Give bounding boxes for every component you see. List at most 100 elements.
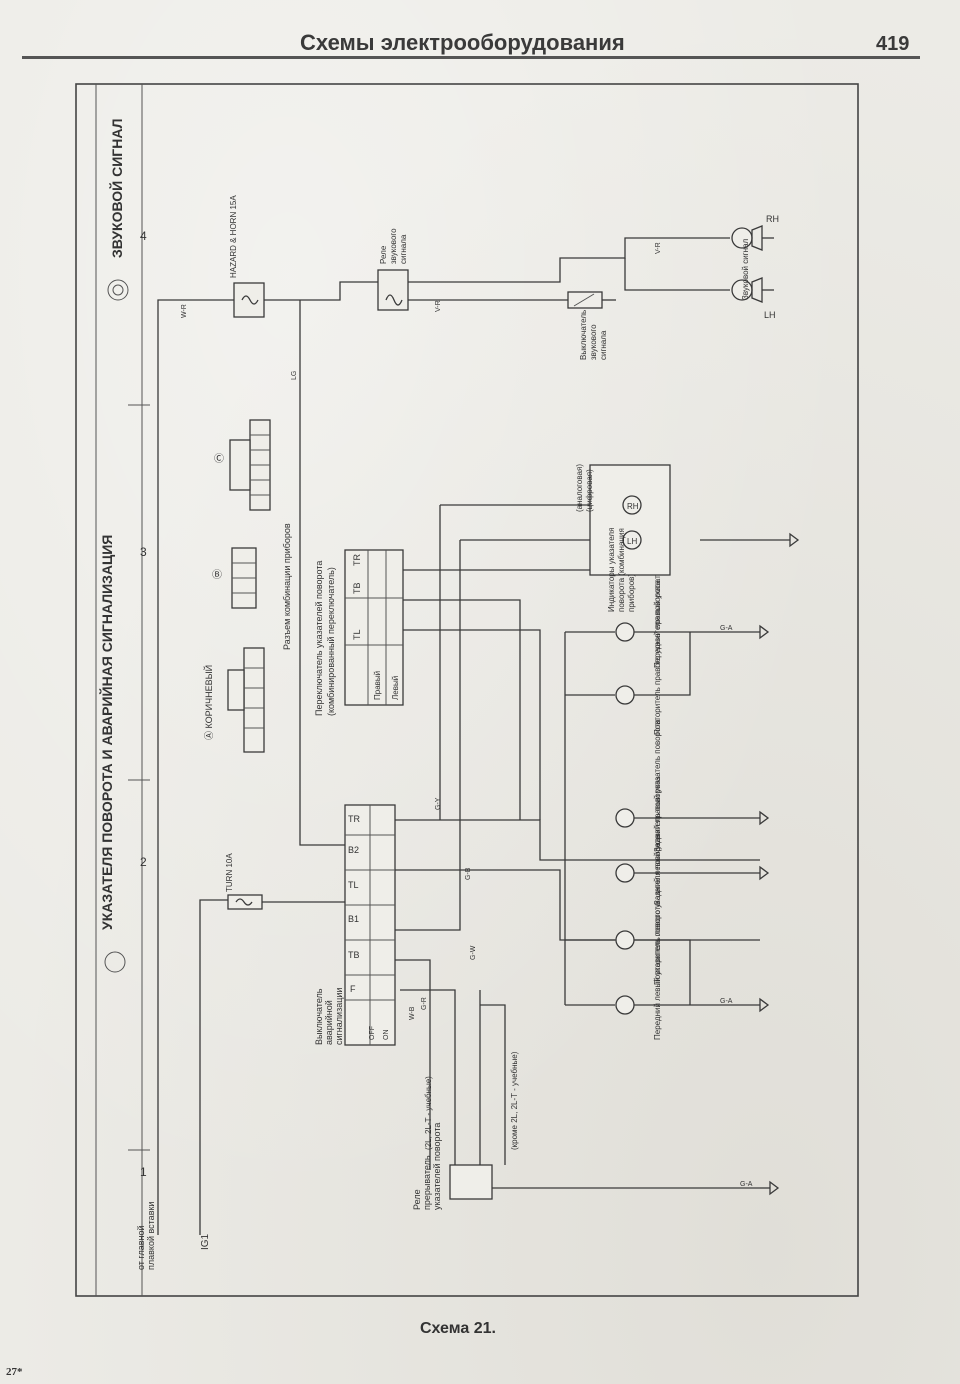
wire-code: G-R (421, 997, 428, 1010)
indicator-lh: LH (627, 537, 637, 546)
lamp-front-right (565, 622, 760, 642)
hazard-switch-table (344, 804, 396, 1046)
indicator-rh: RH (627, 502, 639, 511)
lamp-front-left (565, 995, 760, 1015)
flasher-relay-box (449, 1164, 493, 1200)
turn-header-tb: TB (352, 582, 362, 594)
wire-code: LG (291, 371, 298, 380)
turn-switch-label-1: Переключатель указателей поворота (314, 561, 324, 716)
lg-wire (299, 300, 345, 846)
ground-symbol (759, 810, 770, 826)
turn-switch-table (344, 549, 404, 706)
tl-wire (403, 629, 541, 820)
wire-code: G-A (740, 1181, 753, 1188)
page-footer-mark: 27* (6, 1366, 23, 1378)
repeater-left-lamp-label: Повторитель левого указателя поворота (653, 834, 662, 985)
hazard-header-tb: TB (348, 950, 360, 960)
power-source-label: от главной (136, 1225, 146, 1270)
column-marker-4: 4 (140, 229, 147, 243)
hazard-horn-fuse (233, 282, 265, 318)
horn-switch-contact (573, 293, 595, 307)
wire-code: W-R (181, 304, 188, 318)
wire-code: G-W (470, 945, 477, 960)
horn-rh (731, 225, 774, 251)
horn-signals-label: Звуковой сигнал (741, 239, 750, 301)
diagram-caption: Схема 21. (420, 1320, 496, 1337)
turn-fuse-label: TURN 10A (225, 853, 234, 892)
ground-symbol (759, 865, 770, 881)
hazard-header-tr: TR (348, 814, 360, 824)
turn-row-left: Левый (391, 676, 400, 700)
flasher-label-3: указателей поворота (432, 1123, 442, 1210)
horn-switch (567, 291, 603, 309)
wire-code: G-A (720, 998, 733, 1005)
flasher-label-1: Реле (412, 1189, 422, 1210)
connector-a-label: Ⓐ КОРИЧНЕВЫЙ (203, 665, 214, 740)
front-right-lamp-label: Передний правый указатель поворота (653, 525, 662, 668)
turn-header-tl: TL (352, 629, 362, 640)
wire-code: V-R (655, 242, 662, 254)
horn-icon (107, 279, 129, 301)
horn-lh-label: LH (764, 310, 776, 320)
column-marker-2: 2 (140, 855, 147, 869)
lamp-rear-left (615, 863, 760, 883)
power-source-label: плавкой вставки (146, 1202, 156, 1270)
horn-relay-label-3: сигнала (399, 234, 408, 264)
variant-note-b: (кроме 2L, 2L-T - учебные) (510, 1051, 519, 1150)
horn-relay-label-2: звукового (389, 228, 398, 264)
header-rule (22, 56, 920, 59)
horn-relay (377, 269, 409, 311)
indicators-label-1: Индикаторы указателя (607, 528, 616, 612)
turn-indicator-box (589, 464, 671, 576)
rear-left-lamp-label: Задний левый указатель поворота (653, 776, 662, 905)
rear-right-wire (395, 819, 760, 861)
connector-b (231, 547, 257, 609)
hazard-header-b2: B2 (348, 845, 359, 855)
ig1-wire (199, 899, 228, 1235)
horn-section-title: ЗВУКОВОЙ СИГНАЛ (108, 119, 125, 258)
diagram-frame (75, 83, 859, 1297)
hazard-header-b1: B1 (348, 914, 359, 924)
fuse-element (235, 898, 253, 906)
column-marker-1: 1 (140, 1165, 147, 1179)
indicators-label-3: приборов) (627, 574, 636, 612)
wire-code: V-R (435, 300, 442, 312)
flasher-label-2: прерыватель (422, 1155, 432, 1210)
tb-wire (403, 599, 521, 820)
turn-header-tr: TR (352, 554, 362, 566)
hazard-header-tl: TL (348, 880, 359, 890)
hazard-switch-label-1: Выключатель (314, 988, 324, 1045)
repeater-right-lamp-label: Повторитель правого указателя поворота (653, 580, 662, 735)
horn-icon-inner (112, 284, 124, 296)
horn-rh-wire (408, 237, 730, 283)
hazard-row-on: ON (383, 1030, 390, 1041)
indicator-lh-lamp (622, 530, 642, 550)
horn-lh-wire (624, 258, 730, 291)
connector-c (229, 419, 271, 511)
wire-code: G-B (465, 867, 472, 880)
ground-symbol (759, 624, 770, 640)
g-r-bus (395, 959, 431, 1170)
wire-code: G-Y (435, 797, 442, 810)
horn-rh-label: RH (766, 214, 779, 224)
connector-b-label: Ⓑ (212, 569, 222, 581)
connector-c-label: Ⓒ (214, 453, 224, 465)
hazard-switch-label-3: сигнализации (334, 988, 344, 1045)
hazard-header-f: F (350, 984, 356, 994)
horn-switch-label-3: сигнала (599, 330, 608, 360)
ig1-label: IG1 (200, 1233, 211, 1250)
wire-code: G-A (720, 625, 733, 632)
fuse-element (241, 295, 259, 305)
column-marker-3: 3 (140, 545, 147, 559)
lamp-rear-right (615, 808, 760, 828)
horn-switch-label-2: звукового (589, 324, 598, 360)
indicator-digital-label: (цифровая) (585, 469, 594, 512)
hazard-row-off: OFF (369, 1026, 376, 1040)
connectors-title: Разъем комбинации приборов (282, 523, 292, 650)
page-number: 419 (876, 33, 910, 55)
wire-code: W-B (409, 1006, 416, 1020)
horn-relay-coil (385, 294, 403, 306)
page-header-title: Схемы электрооборудования (300, 30, 625, 55)
main-power-wire (157, 299, 250, 1235)
